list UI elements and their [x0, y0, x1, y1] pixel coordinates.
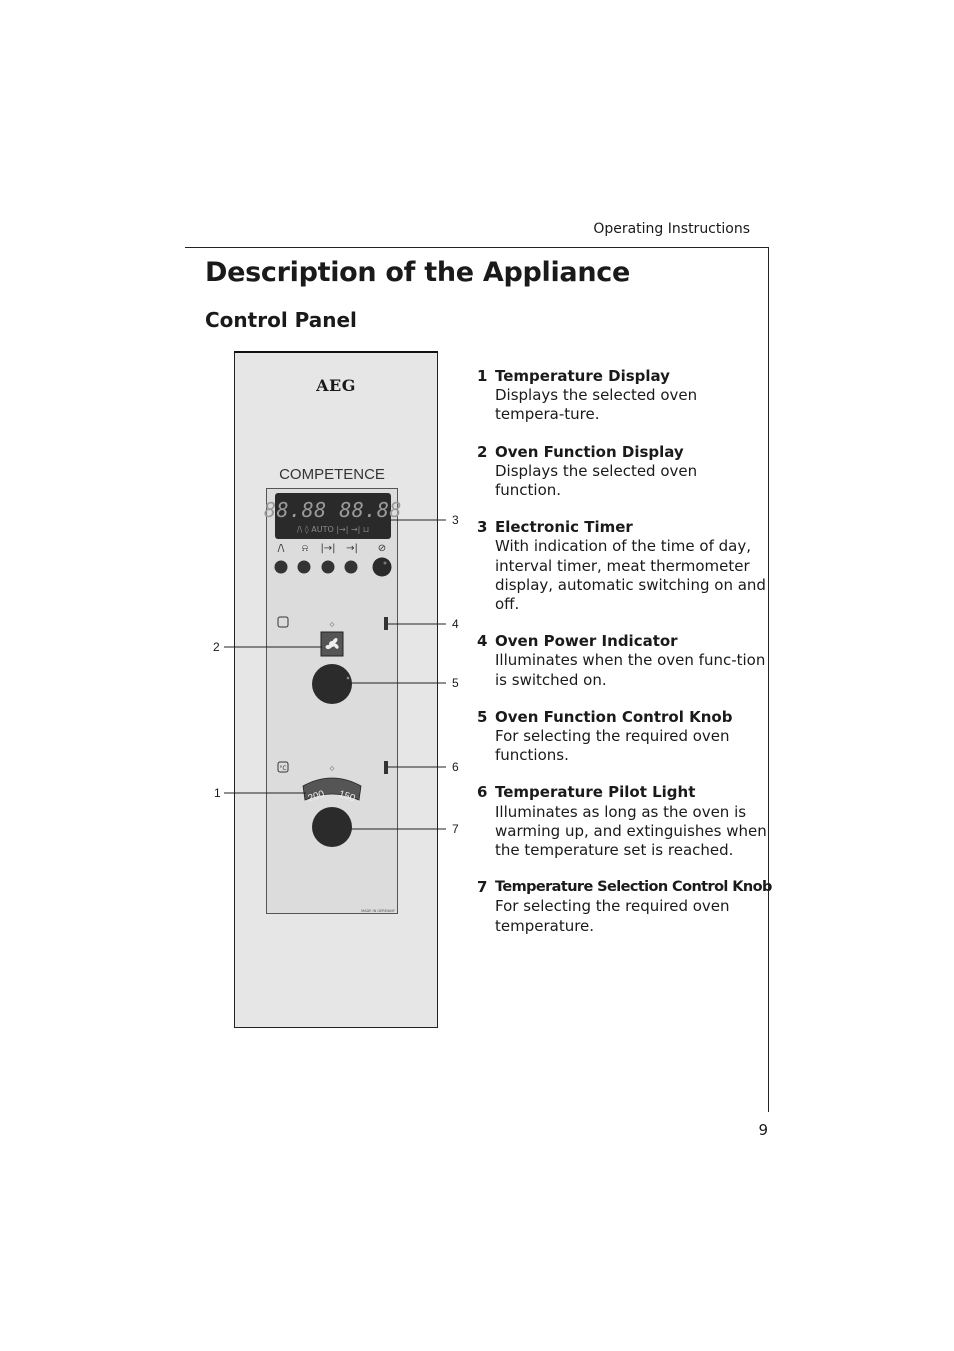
fine-print: MADE IN GERMANY: [361, 909, 396, 913]
bell-symbol-icon: ⍾: [302, 543, 309, 554]
list-item: 7 Temperature Selection Control Knob For…: [477, 878, 772, 936]
item-number: 2: [477, 442, 488, 461]
item-description: For selecting the required oven function…: [495, 727, 730, 765]
callout-5: 5: [452, 676, 459, 690]
callout-4: 4: [452, 617, 459, 631]
svg-text:◇: ◇: [330, 765, 335, 772]
temperature-value-200: 200: [307, 789, 327, 805]
item-title: Oven Function Display: [495, 442, 684, 461]
item-title: Oven Power Indicator: [495, 632, 678, 651]
end-time-symbol-icon: →|: [346, 543, 358, 554]
duration-symbol-icon: |→|: [320, 543, 335, 554]
temperature-value-150: 150: [337, 789, 357, 805]
item-description: Displays the selected oven tempera-ture.: [495, 386, 698, 424]
celsius-symbol-icon: [277, 761, 289, 773]
callout-2: 2: [213, 640, 220, 654]
item-title: Oven Function Control Knob: [495, 707, 733, 726]
item-number: 5: [477, 707, 488, 726]
duration-button: [321, 560, 335, 574]
list-item: 5 Oven Function Control Knob For selecti…: [477, 708, 767, 766]
list-item: 4 Oven Power Indicator Illuminates when …: [477, 632, 767, 690]
callout-3: 3: [452, 513, 459, 527]
model-name: COMPETENCE: [279, 466, 385, 483]
timer-digits: 88.88 88.88: [264, 498, 402, 522]
temperature-display: [302, 777, 362, 801]
temperature-knob: [312, 807, 352, 847]
timer-display: [275, 493, 391, 539]
callout-6: 6: [452, 760, 459, 774]
margin-rule: [768, 247, 769, 1112]
fan-icon: [325, 638, 339, 650]
item-number: 3: [477, 518, 488, 537]
page-title: Description of the Appliance: [205, 257, 630, 288]
timer-selector-knob: [372, 557, 392, 577]
item-description: Displays the selected oven function.: [495, 461, 698, 500]
item-title: Electronic Timer: [495, 518, 633, 537]
item-list: 1 Temperature Display Displays the selec…: [477, 367, 772, 954]
list-item: 6 Temperature Pilot Light Illuminates as…: [477, 783, 767, 860]
svg-text:°C: °C: [279, 765, 286, 772]
page-number: 9: [758, 1121, 768, 1139]
end-time-button: [344, 560, 358, 574]
timer-symbols: /\ ◊ AUTO |→| →| ⊔: [297, 525, 369, 534]
bell-button: [297, 560, 311, 574]
list-item: 1 Temperature Display Displays the selec…: [477, 367, 767, 425]
item-number: 4: [477, 632, 488, 651]
header-rule: [185, 247, 769, 248]
function-symbol-icon: [277, 616, 289, 628]
list-item: 3 Electronic Timer With indication of th…: [477, 518, 767, 614]
brand-logo: AEG: [316, 376, 356, 395]
callout-1: 1: [214, 786, 221, 800]
item-description: Illuminates when the oven func-tion is s…: [495, 651, 766, 689]
item-description: For selecting the required oven temperat…: [495, 897, 730, 935]
item-description: With indication of the time of day, inte…: [495, 537, 766, 614]
item-title: Temperature Selection Control Knob: [495, 879, 772, 896]
item-number: 6: [477, 783, 488, 802]
item-number: 1: [477, 367, 488, 385]
oven-function-knob: [312, 664, 352, 704]
item-title: Temperature Display: [495, 367, 670, 385]
clock-button: [274, 560, 288, 574]
item-description: Illuminates as long as the oven is warmi…: [495, 802, 767, 860]
list-item: 2 Oven Function Display Displays the sel…: [477, 443, 767, 501]
clock-symbol-icon: /\: [278, 543, 285, 554]
item-number: 7: [477, 878, 488, 897]
temperature-pilot-light: [384, 761, 388, 774]
oven-power-indicator: [384, 617, 388, 630]
running-head: Operating Instructions: [593, 221, 750, 237]
marker-dot-icon: ◇: [330, 621, 335, 628]
section-title: Control Panel: [205, 308, 357, 332]
callout-7: 7: [452, 822, 459, 836]
selector-symbol-icon: ⊘: [378, 543, 386, 554]
item-title: Temperature Pilot Light: [495, 783, 696, 802]
